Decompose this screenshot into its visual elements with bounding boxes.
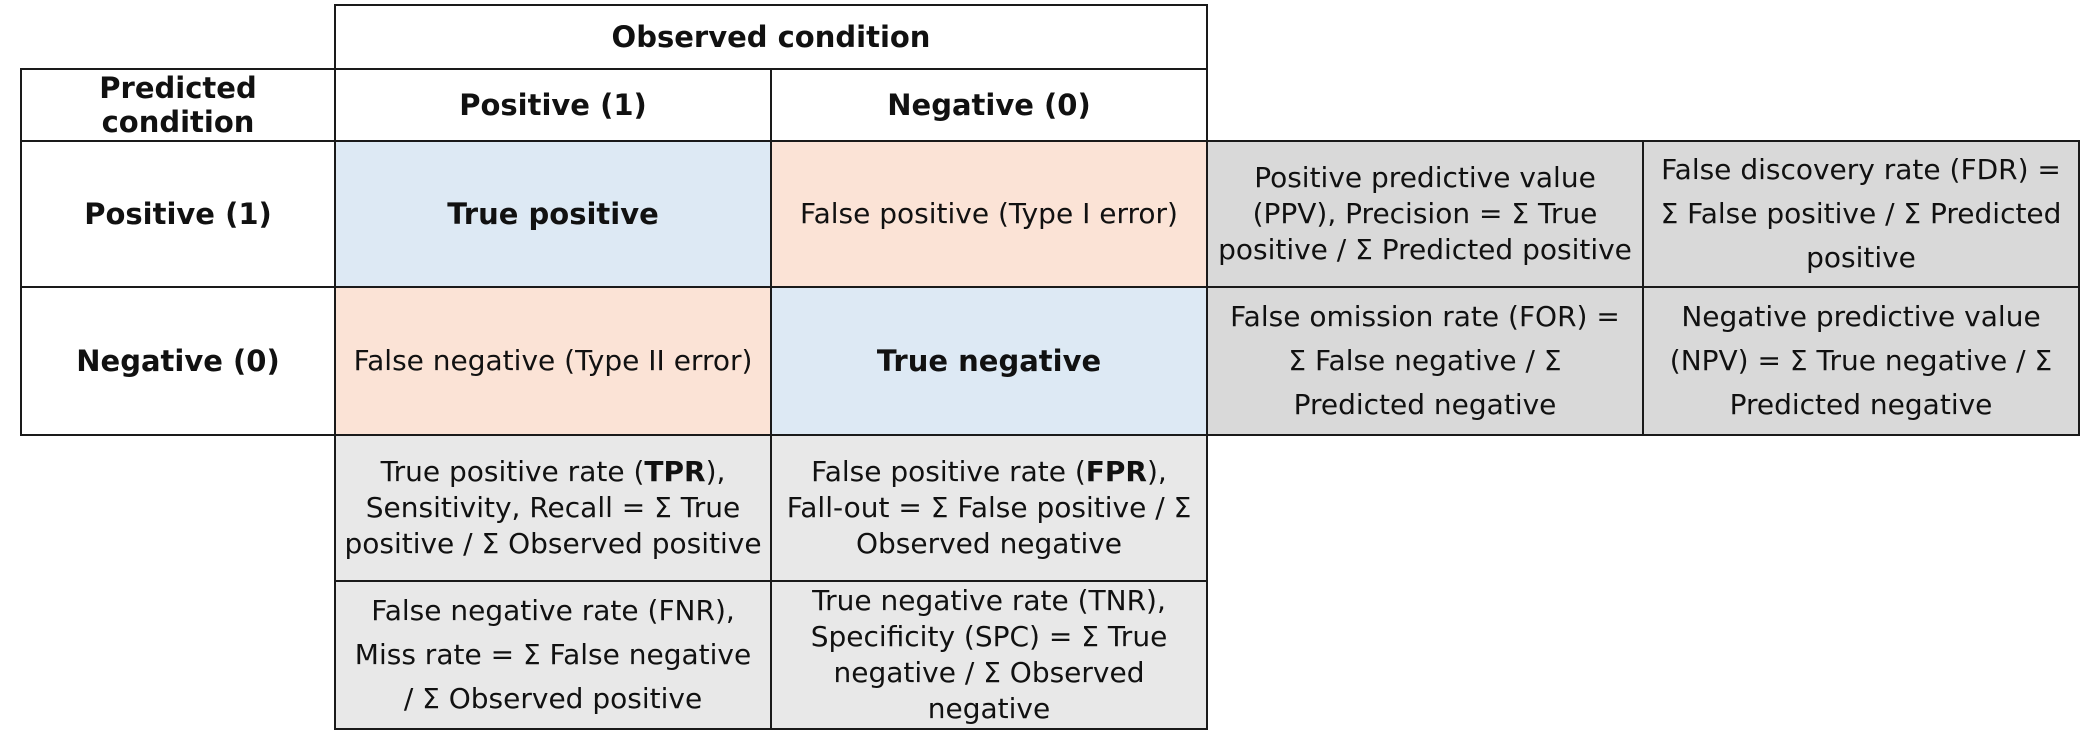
- row-header-positive-label: Positive (1): [84, 197, 272, 231]
- observed-condition-label: Observed condition: [611, 20, 931, 54]
- true-positive-label: True positive: [447, 197, 659, 231]
- fpr-cell: False positive rate (FPR), Fall-out = Σ …: [770, 434, 1208, 582]
- tpr-text-post: ), Sensitivity, Recall = Σ True positive…: [344, 455, 762, 560]
- false-negative-label: False negative (Type II error): [353, 344, 753, 377]
- fpr-text-post: ), Fall-out = Σ False positive / Σ Obser…: [786, 455, 1192, 560]
- column-header-negative: Negative (0): [770, 68, 1208, 142]
- tpr-text-pre: True positive rate (: [380, 455, 645, 488]
- true-negative-label: True negative: [876, 344, 1102, 378]
- predicted-condition-label: Predicted condition: [99, 71, 257, 139]
- true-negative-cell: True negative: [770, 286, 1208, 436]
- fnr-cell: False negative rate (FNR), Miss rate = Σ…: [334, 580, 772, 730]
- column-header-positive-label: Positive (1): [459, 88, 647, 122]
- row-header-negative: Negative (0): [20, 286, 336, 436]
- row-header-positive: Positive (1): [20, 140, 336, 288]
- tpr-cell: True positive rate (TPR), Sensitivity, R…: [334, 434, 772, 582]
- fdr-cell: False discovery rate (FDR) = Σ False pos…: [1642, 140, 2080, 288]
- fnr-text: False negative rate (FNR), Miss rate = Σ…: [354, 594, 752, 715]
- npv-text: Negative predictive value (NPV) = Σ True…: [1669, 300, 2053, 421]
- row-header-negative-label: Negative (0): [76, 344, 280, 378]
- fpr-text: False positive rate (FPR), Fall-out = Σ …: [780, 454, 1198, 562]
- ppv-cell: Positive predictive value (PPV), Precisi…: [1206, 140, 1644, 288]
- column-header-positive: Positive (1): [334, 68, 772, 142]
- tnr-cell: True negative rate (TNR), Specificity (S…: [770, 580, 1208, 730]
- false-negative-cell: False negative (Type II error): [334, 286, 772, 436]
- predicted-condition-header: Predicted condition: [20, 68, 336, 142]
- tpr-text: True positive rate (TPR), Sensitivity, R…: [342, 454, 764, 562]
- ppv-text: Positive predictive value (PPV), Precisi…: [1218, 161, 1632, 266]
- fpr-text-pre: False positive rate (: [811, 455, 1086, 488]
- false-positive-cell: False positive (Type I error): [770, 140, 1208, 288]
- fpr-abbr: FPR: [1085, 455, 1147, 488]
- for-cell: False omission rate (FOR) = Σ False nega…: [1206, 286, 1644, 436]
- for-text: False omission rate (FOR) = Σ False nega…: [1230, 300, 1620, 421]
- fdr-text: False discovery rate (FDR) = Σ False pos…: [1660, 153, 2062, 274]
- tnr-text: True negative rate (TNR), Specificity (S…: [810, 584, 1168, 725]
- tpr-abbr: TPR: [644, 455, 706, 488]
- npv-cell: Negative predictive value (NPV) = Σ True…: [1642, 286, 2080, 436]
- column-header-negative-label: Negative (0): [887, 88, 1091, 122]
- true-positive-cell: True positive: [334, 140, 772, 288]
- observed-condition-header: Observed condition: [334, 4, 1208, 70]
- false-positive-label: False positive (Type I error): [800, 197, 1178, 230]
